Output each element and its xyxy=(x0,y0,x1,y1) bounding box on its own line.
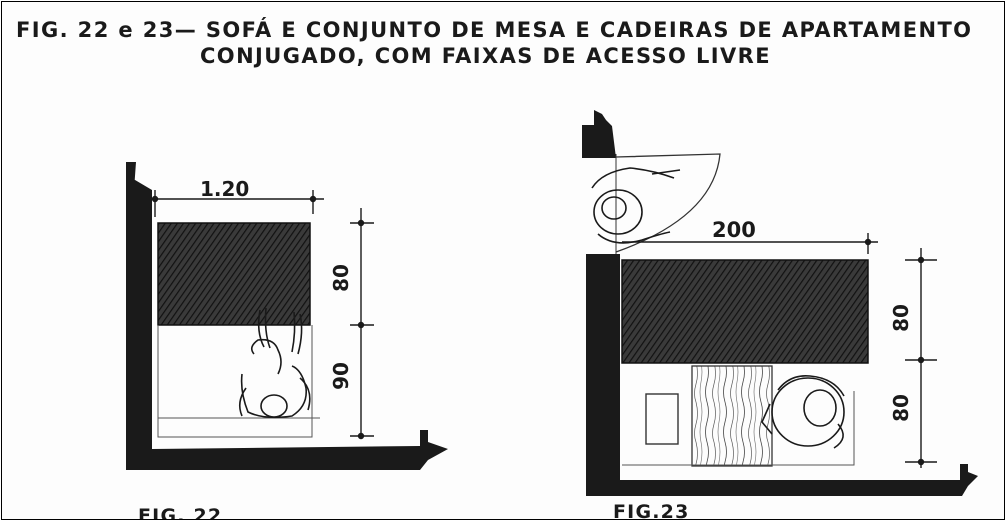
fig22-free-band-dim: 90 xyxy=(329,362,353,390)
fig23-door-person-sketch xyxy=(591,167,681,244)
fig23-plan: 200 80 80 xyxy=(582,110,978,496)
fig23-sofa-depth-dim: 80 xyxy=(889,304,913,332)
fig22-free-band xyxy=(157,325,313,438)
fig22-width-dim: 1.20 xyxy=(200,177,249,201)
fig22-caption: FIG. 22 xyxy=(138,505,223,520)
fig23-seated-person-sketch xyxy=(761,374,845,449)
fig23-table xyxy=(691,365,773,467)
fig23-sofa xyxy=(621,259,869,364)
fig22-dimensions xyxy=(151,190,374,440)
figure-title-line-1: FIG. 22 e 23— SOFÁ E CONJUNTO DE MESA E … xyxy=(16,18,973,42)
fig23-table-band-dim: 80 xyxy=(889,394,913,422)
fig23-caption: FIG.23 xyxy=(613,501,690,520)
fig22-sofa xyxy=(157,222,311,326)
fig23-top-wall xyxy=(582,110,616,158)
fig22-person-sketch xyxy=(238,307,311,419)
fig23-dimensions xyxy=(622,233,937,468)
fig22-plan: 1.20 80 90 xyxy=(126,162,448,470)
fig23-width-dim: 200 xyxy=(712,218,756,242)
fig23-chair xyxy=(645,393,679,445)
fig22-sofa-depth-dim: 80 xyxy=(329,264,353,292)
figure-title-line-2: CONJUGADO, COM FAIXAS DE ACESSO LIVRE xyxy=(200,44,771,68)
